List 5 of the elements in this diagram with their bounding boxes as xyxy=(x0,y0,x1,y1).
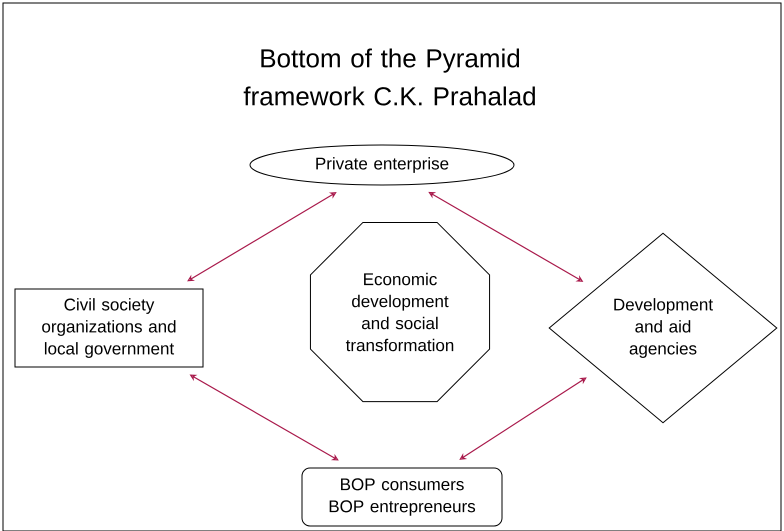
title: Bottom of the Pyramid framework C.K. Prahalad xyxy=(244,48,535,106)
ellipse-node: Private enterprise xyxy=(250,144,514,186)
process-box: Civil society organizations and local government xyxy=(14,288,204,368)
rounded-box: BOP consumers BOP entrepreneurs xyxy=(302,468,502,526)
octagon-node: Economic development and social transformation xyxy=(310,222,490,402)
